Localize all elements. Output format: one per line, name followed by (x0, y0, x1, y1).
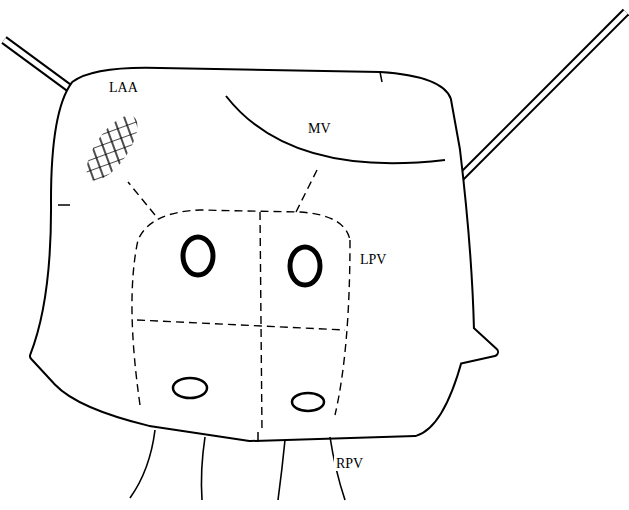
part-label: MV (306, 121, 333, 136)
part-label: RPV (334, 456, 365, 471)
part-label: LPV (358, 252, 388, 267)
part-label: LAA (107, 80, 140, 95)
